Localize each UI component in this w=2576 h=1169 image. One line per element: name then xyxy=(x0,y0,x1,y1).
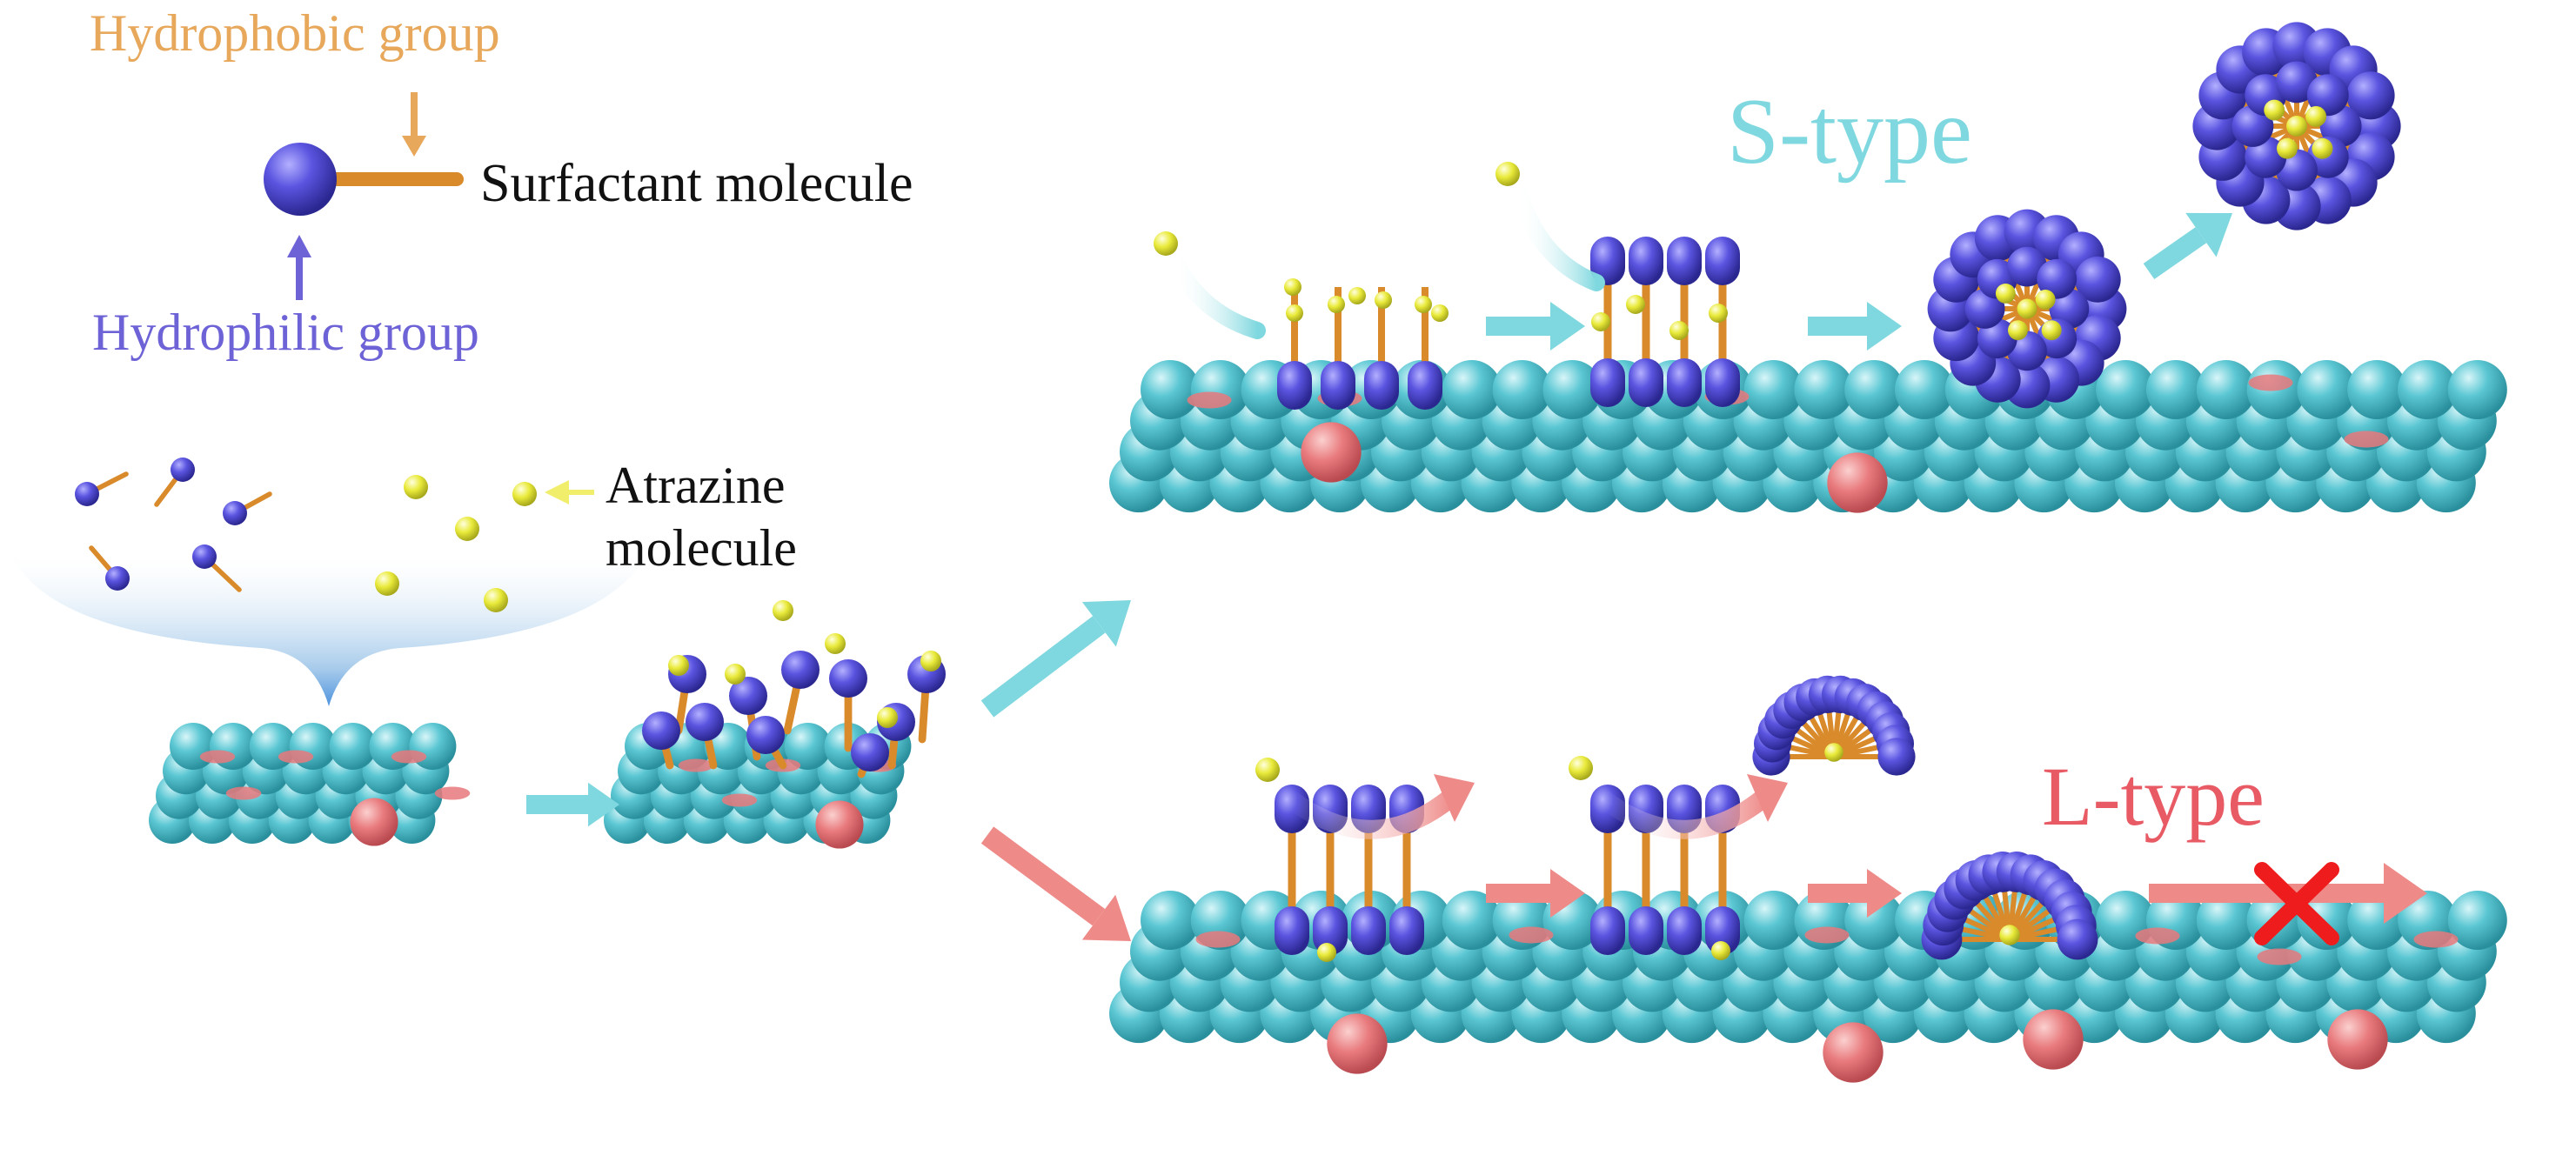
substrate-l-type xyxy=(1109,891,2507,1083)
atrazine-molecule xyxy=(1711,941,1730,960)
defect-site xyxy=(2327,1009,2388,1070)
atrazine-molecule xyxy=(1995,283,2016,304)
substrate-surfaces xyxy=(149,360,2507,1083)
arrow-right-icon xyxy=(2149,863,2427,924)
atrazine-molecule xyxy=(1591,312,1610,331)
defect-site xyxy=(1301,422,1362,483)
arrow-right-icon xyxy=(1486,302,1585,351)
hydrophobic-group-label: Hydrophobic group xyxy=(90,4,500,62)
substrate-s-type xyxy=(1109,360,2507,513)
atrazine-molecule xyxy=(455,517,479,541)
l-type-hemimicelle-surface xyxy=(1921,852,2098,960)
atrazine-molecule xyxy=(512,482,537,506)
atrazine-molecule xyxy=(2286,116,2307,137)
atrazine-molecule xyxy=(2017,298,2037,319)
atrazine-molecule xyxy=(1328,296,1345,313)
atrazine-molecule xyxy=(2277,137,2298,159)
atrazine-molecule xyxy=(668,655,689,676)
atrazine-molecule xyxy=(1284,278,1301,296)
atrazine-molecule xyxy=(1999,925,2020,945)
surfactant-molecule xyxy=(746,716,787,770)
atrazine-molecule xyxy=(375,571,399,596)
surfactant-molecule xyxy=(154,458,195,507)
arrow-right-icon xyxy=(1808,302,1902,351)
approaching-atrazine xyxy=(1154,162,1788,839)
arrow-right-icon xyxy=(980,826,1131,941)
surfactant-molecule xyxy=(192,544,242,592)
atrazine-pointer-arrow xyxy=(545,480,594,504)
atrazine-molecule xyxy=(1495,162,1520,186)
atrazine-molecule xyxy=(1569,756,1593,780)
atrazine-molecule xyxy=(1317,943,1336,962)
atrazine-molecule xyxy=(1669,321,1689,340)
atrazine-molecule xyxy=(725,664,746,685)
l-type-hemilayer-1 xyxy=(1275,785,1424,962)
arrow-right-icon xyxy=(980,600,1131,718)
atrazine-molecule xyxy=(1255,758,1280,782)
atrazine-molecule xyxy=(1375,291,1392,309)
atrazine-molecule xyxy=(1348,287,1366,304)
arrow-right-icon xyxy=(1808,869,1902,918)
arrow-right-icon xyxy=(526,782,619,827)
surfactant-molecule xyxy=(642,711,680,770)
s-type-bilayer xyxy=(1590,237,1740,407)
surfactant-molecule xyxy=(781,651,820,735)
adsorbed-micelle xyxy=(1927,209,2127,409)
atrazine-molecule xyxy=(2008,320,2028,341)
free-molecules xyxy=(75,458,537,612)
atrazine-molecule xyxy=(1286,304,1303,322)
atrazine-label-line2: molecule xyxy=(606,519,797,577)
surfactant-molecule xyxy=(851,733,889,778)
mixed-adsorption-layer xyxy=(642,600,946,778)
surfactant-molecule xyxy=(75,471,129,506)
l-type-hemimicelle-released xyxy=(1752,675,1916,776)
defect-site xyxy=(1823,1022,1883,1083)
process-arrows xyxy=(526,212,2427,941)
atrazine-molecule xyxy=(1626,295,1645,314)
red-cross-icon xyxy=(2254,862,2339,945)
atrazine-molecule xyxy=(484,588,508,612)
substrate-block-initial xyxy=(149,723,471,846)
atrazine-molecule xyxy=(1154,231,1178,256)
surfactant-assemblies xyxy=(642,22,2401,962)
defect-site xyxy=(350,798,398,846)
surfactant-molecule xyxy=(223,491,272,525)
atrazine-molecule xyxy=(2305,106,2327,127)
hydrophilic-group-label: Hydrophilic group xyxy=(92,304,479,361)
atrazine-molecule xyxy=(920,651,941,671)
atrazine-molecule-label: Atrazine molecule xyxy=(606,454,797,579)
surfactant-molecule-label: Surfactant molecule xyxy=(480,154,913,213)
surfactant-molecule xyxy=(686,703,724,770)
atrazine-molecule xyxy=(2035,290,2056,310)
surfactant-legend-icon xyxy=(264,92,464,300)
l-type-label: L-type xyxy=(2042,750,2265,843)
atrazine-label-line1: Atrazine xyxy=(606,457,786,514)
defect-site xyxy=(1327,1013,1388,1074)
s-type-label: S-type xyxy=(1727,80,1972,184)
atrazine-molecule xyxy=(773,600,793,621)
atrazine-molecule xyxy=(1824,743,1843,762)
surfactant-molecule xyxy=(829,659,867,752)
atrazine-molecule xyxy=(2264,99,2285,121)
atrazine-molecule xyxy=(825,633,846,654)
defect-site xyxy=(2023,1009,2084,1070)
released-micelle xyxy=(2192,22,2401,230)
atrazine-molecule xyxy=(2312,137,2333,159)
atrazine-molecule xyxy=(2041,320,2062,341)
surfactant-molecule xyxy=(89,545,130,591)
defect-site xyxy=(815,800,864,849)
s-type-initial-layer xyxy=(1277,278,1449,410)
arrow-right-icon xyxy=(1486,869,1585,918)
atrazine-molecule xyxy=(1709,304,1728,323)
defect-site xyxy=(1827,452,1888,513)
arrow-right-icon xyxy=(2143,212,2232,280)
atrazine-molecule xyxy=(1431,304,1449,322)
atrazine-molecule xyxy=(877,707,898,728)
atrazine-molecule xyxy=(404,475,428,499)
atrazine-molecule xyxy=(1415,296,1432,313)
